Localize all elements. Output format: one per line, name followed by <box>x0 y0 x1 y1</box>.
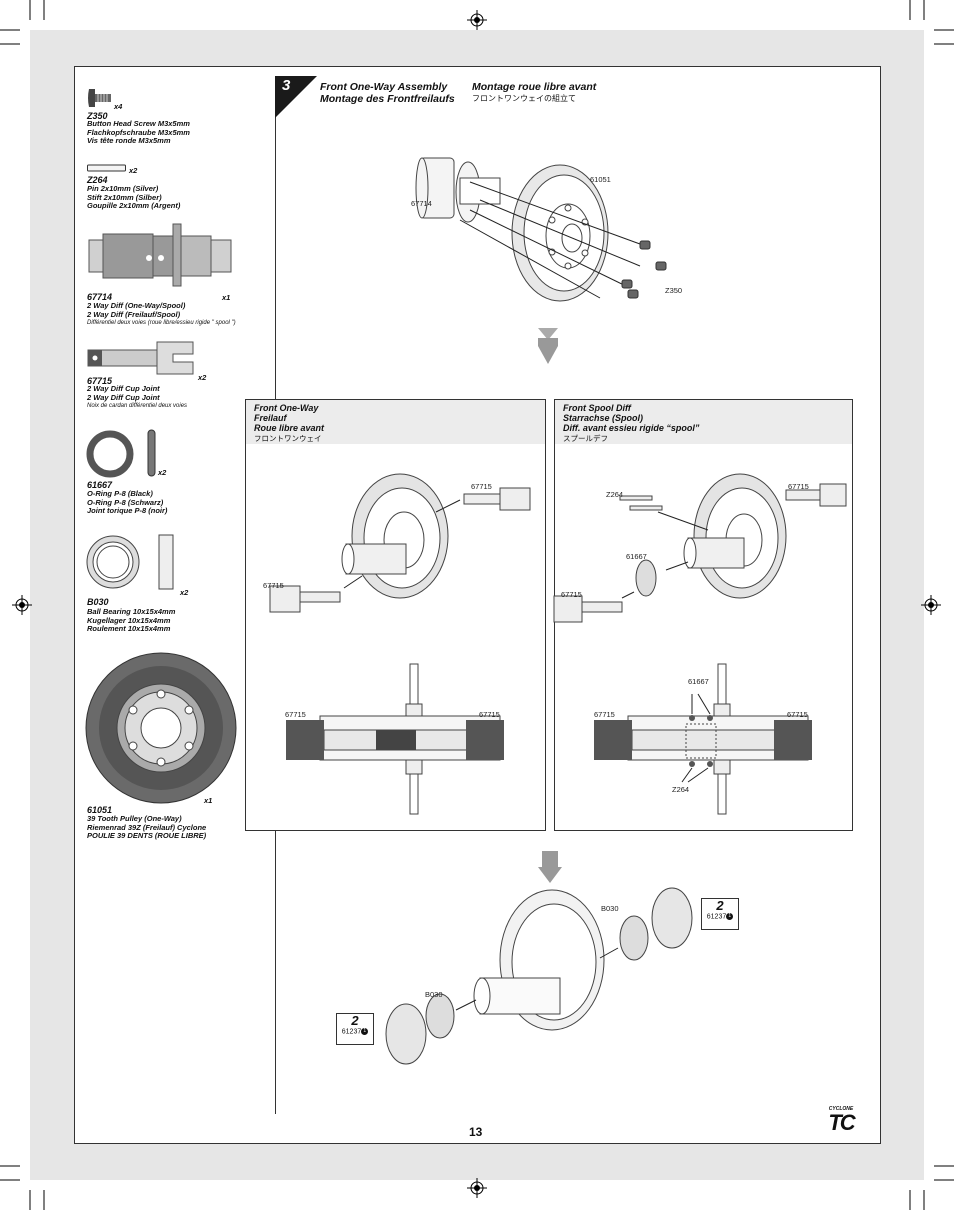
panel-one-way-title-2: Freilauf <box>254 413 287 423</box>
panel-one-way-header <box>246 400 545 444</box>
bearing-b030-code: B030 <box>87 597 109 607</box>
top-label-screw: Z350 <box>665 286 683 295</box>
panel-spool-header <box>555 400 852 444</box>
step-title-en: Front One-Way Assembly <box>320 81 448 93</box>
z264-code: Z264 <box>87 175 108 185</box>
ref-box-top-code: 61237 <box>706 913 727 921</box>
one-way-label-cup-bottom: 67715 <box>263 581 284 590</box>
ref-box-bottom-step: 2 <box>351 1013 359 1028</box>
pulley-61051-names: 39 Tooth Pulley (One-Way)Riemenrad 39Z (… <box>87 814 207 840</box>
ref-box-bottom-page: 1 <box>361 1028 369 1035</box>
bottom-assembly-diagram <box>385 887 693 1065</box>
bottom-label-bearing-bottom: B030 <box>425 990 443 999</box>
down-arrow-icon-2 <box>538 851 562 883</box>
page-number: 13 <box>469 1125 483 1139</box>
registration-mark-left <box>12 595 32 615</box>
panel-spool-title-3: Diff. avant essieu rigide “spool” <box>563 423 700 433</box>
step-number: 3 <box>282 77 291 94</box>
z264-pin-icon <box>87 164 126 172</box>
top-assembly-diagram <box>415 157 667 302</box>
top-label-pulley: 61051 <box>590 175 611 184</box>
one-way-label-section-left: 67715 <box>285 710 306 719</box>
diff-67714-code: 67714 <box>87 292 113 302</box>
diff-67714-icon <box>88 223 232 287</box>
spool-label-cup-bottom: 67715 <box>561 590 582 599</box>
z264-names: Pin 2x10mm (Silver)Stift 2x10mm (Silber)… <box>87 184 181 210</box>
z264-qty: x2 <box>129 166 138 175</box>
panel-one-way-title-1: Front One-Way <box>254 403 319 413</box>
tc-logo-text: TC <box>828 1110 855 1135</box>
pulley-61051-icon <box>85 652 237 804</box>
pulley-61051-qty: x1 <box>204 796 213 805</box>
panel-spool-title-jp: スプールデフ <box>563 434 608 443</box>
pulley-61051-code: 61051 <box>87 805 113 815</box>
z350-screw-icon <box>88 89 111 107</box>
ref-box-top-page: 1 <box>726 913 734 920</box>
spool-label-cup-top: 67715 <box>788 482 809 491</box>
bearing-b030-qty: x2 <box>180 588 189 597</box>
tc-logo: CYCLONE TC <box>823 1106 859 1138</box>
panel-spool-title-2: Starrachse (Spool) <box>563 413 644 423</box>
registration-mark-top <box>467 10 487 30</box>
spool-section-diagram <box>594 663 812 815</box>
ref-box-bottom-code: 61237 <box>341 1028 362 1036</box>
step-number-badge <box>275 76 317 118</box>
down-arrow-icon <box>538 328 558 364</box>
spool-label-section-left: 67715 <box>594 710 615 719</box>
tc-logo-small: CYCLONE <box>828 1106 854 1112</box>
step-title-fr: Montage roue libre avant <box>472 81 597 93</box>
z350-qty: x4 <box>114 102 123 111</box>
cup-joint-67715-qty: x2 <box>198 373 207 382</box>
step-title-jp: フロントワンウェイの組立て <box>472 94 576 103</box>
o-ring-61667-names: O-Ring P-8 (Black)O-Ring P-8 (Schwarz)Jo… <box>87 489 168 515</box>
registration-mark-bottom <box>467 1178 487 1198</box>
z350-code: Z350 <box>87 111 108 121</box>
bearing-b030-icon <box>86 534 174 590</box>
spool-label-oring: 61667 <box>626 552 647 561</box>
spool-exploded-diagram <box>553 473 847 623</box>
diff-67714-qty: x1 <box>222 293 231 302</box>
panel-one-way-title-jp: フロントワンウェイ <box>254 434 322 443</box>
step-title-de: Montage des Frontfreilaufs <box>320 93 455 105</box>
diff-67714-names: 2 Way Diff (One-Way/Spool)2 Way Diff (Fr… <box>87 301 236 326</box>
panel-spool-title-1: Front Spool Diff <box>563 403 631 413</box>
cup-joint-67715-icon <box>87 341 194 375</box>
registration-mark-right <box>921 595 941 615</box>
spool-label-section-pin: Z264 <box>672 785 690 794</box>
o-ring-61667-qty: x2 <box>158 468 167 477</box>
spool-label-section-oring: 61667 <box>688 677 709 686</box>
ref-box-top-step: 2 <box>716 898 724 913</box>
bottom-label-bearing-top: B030 <box>601 904 619 913</box>
cup-joint-67715-code: 67715 <box>87 376 113 386</box>
o-ring-61667-code: 61667 <box>87 480 113 490</box>
one-way-section-diagram <box>286 663 504 815</box>
spool-label-pin: Z264 <box>606 490 624 499</box>
one-way-label-cup-top: 67715 <box>471 482 492 491</box>
spool-label-section-right: 67715 <box>787 710 808 719</box>
one-way-exploded-diagram <box>269 473 531 613</box>
o-ring-61667-icon <box>86 429 156 478</box>
top-label-diff: 67714 <box>411 199 432 208</box>
panel-one-way-title-3: Roue libre avant <box>254 423 325 433</box>
one-way-label-section-right: 67715 <box>479 710 500 719</box>
